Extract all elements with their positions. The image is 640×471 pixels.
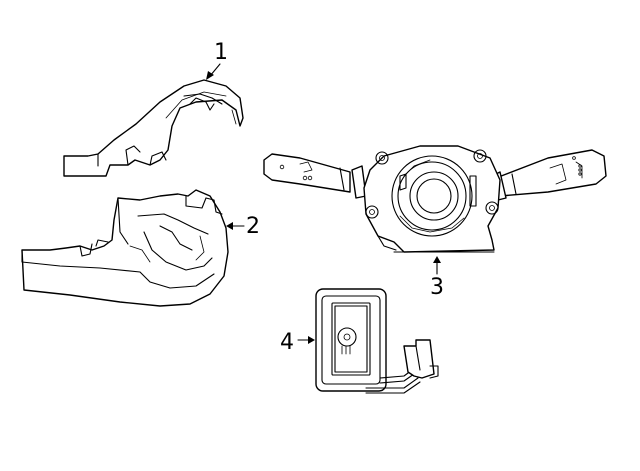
part-3-column-switch-cluster[interactable] [263,145,607,253]
arrowhead-3 [433,256,441,263]
callout-label-1: 1 [214,40,228,65]
callout-2: 2 [226,214,260,239]
part-2-lower-column-cover[interactable] [21,189,229,307]
arrowhead-1 [206,71,214,80]
callout-4: 4 [280,330,315,355]
callout-label-2: 2 [246,214,260,239]
callout-label-4: 4 [280,330,294,355]
arrowhead-2 [226,222,233,230]
part-1-upper-column-cover[interactable] [63,79,244,177]
arrowhead-4 [308,336,315,344]
callout-1: 1 [206,40,228,80]
callout-3: 3 [430,256,444,300]
callout-label-3: 3 [430,275,444,300]
part-4-switch-module[interactable] [315,288,439,394]
